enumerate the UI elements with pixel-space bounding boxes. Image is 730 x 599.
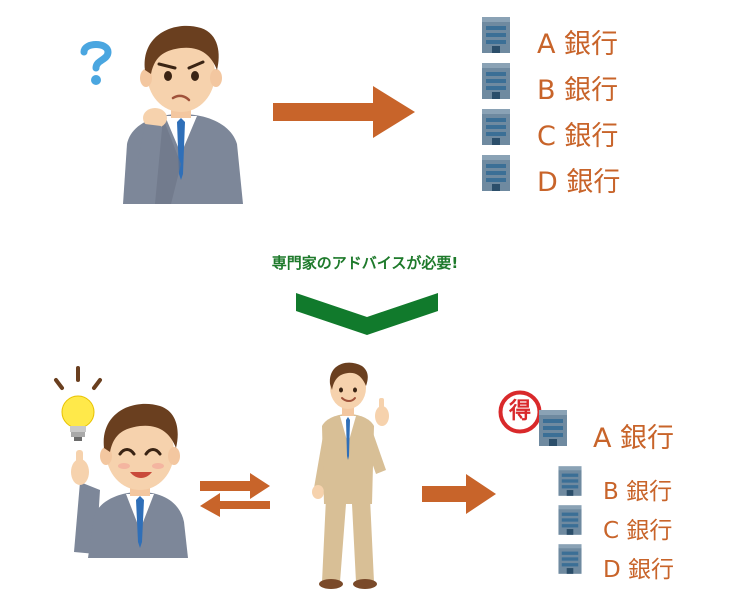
bottom-bank-label-b: B 銀行 — [603, 479, 673, 505]
building-icon — [482, 109, 510, 145]
light-bulb-icon — [54, 366, 102, 441]
right-arrow-icon — [273, 86, 415, 138]
chevron-down-icon — [296, 293, 438, 335]
confused-man-illustration — [123, 25, 243, 204]
building-icon — [558, 466, 582, 496]
expert-advisor-illustration — [312, 362, 389, 589]
building-icon — [482, 155, 510, 191]
building-icon — [558, 544, 582, 574]
exchange-arrows-icon — [200, 473, 270, 517]
top-bank-label-c: C 銀行 — [537, 121, 619, 152]
idea-man-illustration — [71, 403, 188, 558]
building-icon — [482, 17, 510, 53]
bottom-bank-label-d: D 銀行 — [603, 557, 675, 583]
bottom-bank-label-c: C 銀行 — [603, 518, 673, 544]
top-bank-label-b: B 銀行 — [537, 75, 619, 106]
advice-needed-caption: 専門家のアドバイスが必要! — [271, 254, 459, 272]
building-icon — [558, 505, 582, 535]
badge-label: 得 — [508, 399, 531, 424]
building-icon — [482, 63, 510, 99]
question-mark-icon — [80, 41, 112, 85]
right-arrow-icon — [422, 474, 496, 514]
building-icon — [539, 410, 567, 446]
top-bank-label-a: A 銀行 — [537, 29, 619, 60]
bottom-bank-label-a: A 銀行 — [593, 423, 675, 454]
top-bank-label-d: D 銀行 — [537, 167, 621, 198]
